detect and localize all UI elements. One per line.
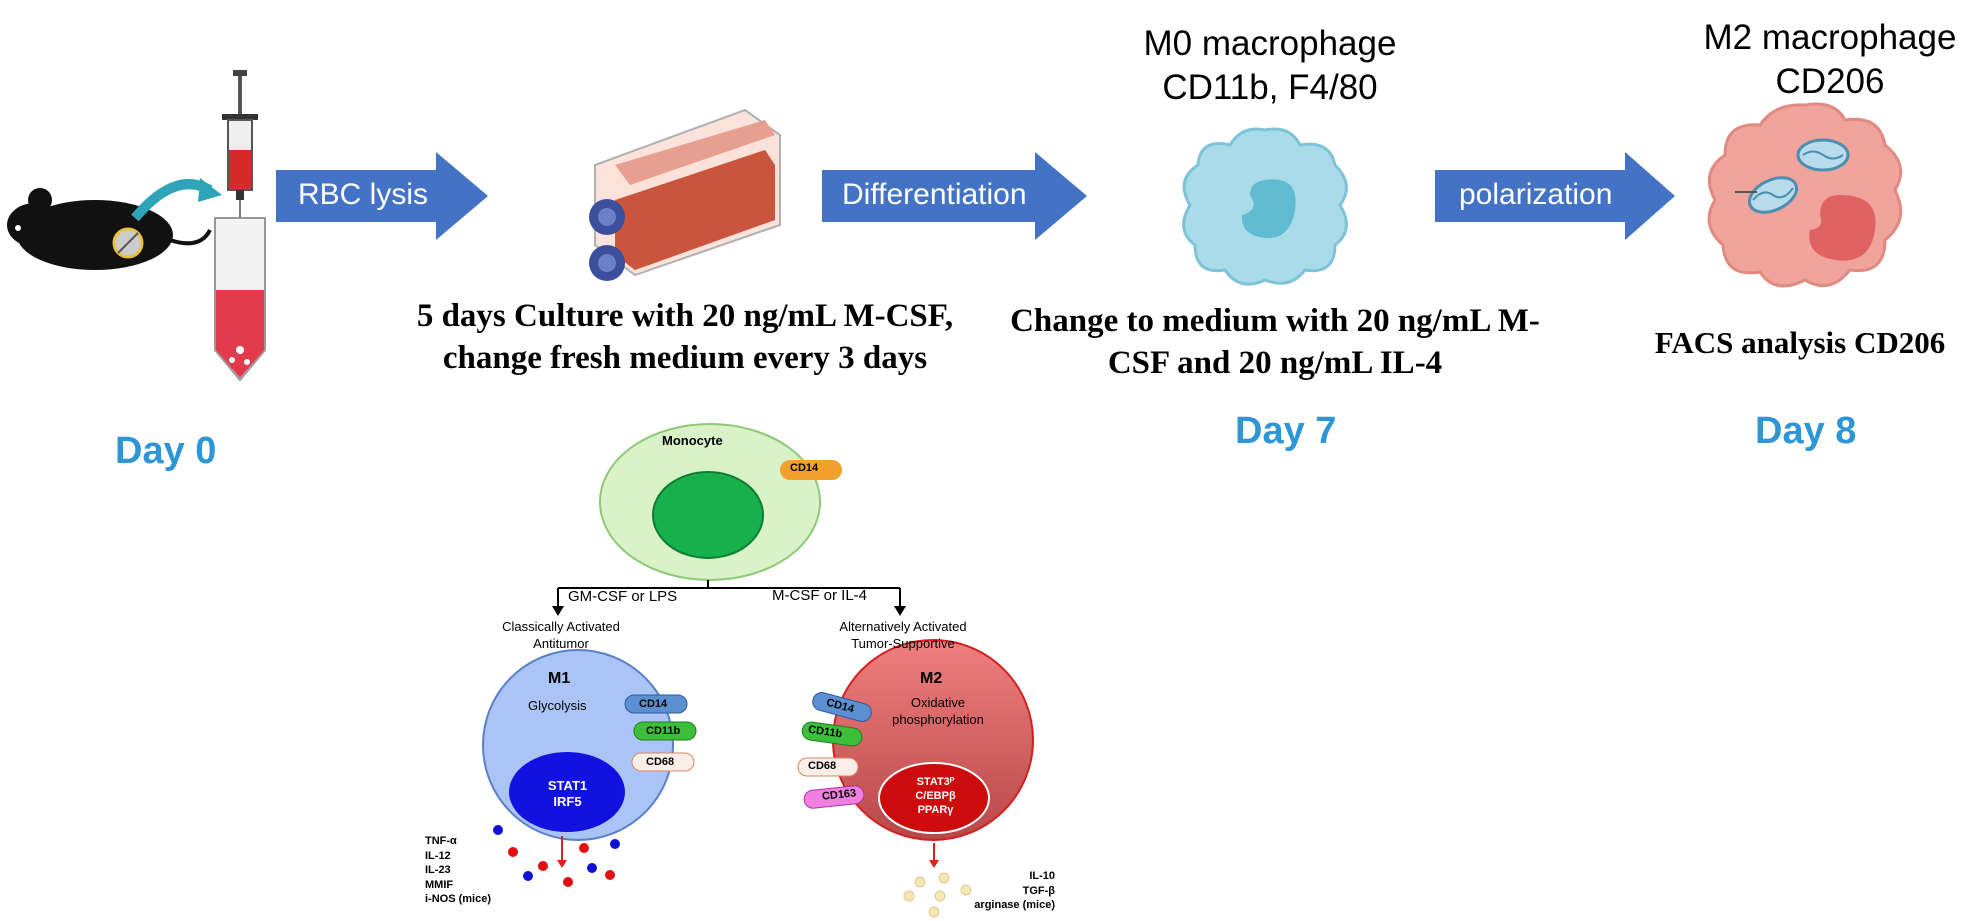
m2-nucleus-1: STAT3ᴾ	[916, 776, 955, 788]
mouse-icon	[7, 178, 222, 270]
culture-flask-icon	[589, 108, 781, 281]
monocyte-label: Monocyte	[662, 433, 723, 448]
right-desc-1: Alternatively Activated	[839, 619, 967, 634]
m2-title: M2 macrophage	[1703, 18, 1957, 57]
m1-cytokine-dots	[493, 825, 620, 887]
m2-name: M2	[920, 670, 943, 687]
m2-secreted-3: arginase (mice)	[974, 899, 1055, 911]
rbc-lysis-label: RBC lysis	[298, 178, 429, 211]
facs-text: FACS analysis CD206	[1654, 325, 1946, 360]
m0-title-block: M0 macrophage CD11b, F4/80	[1100, 22, 1440, 110]
m1-secreted-4: MMIF	[425, 878, 454, 891]
m2-nucleus-text: STAT3ᴾ C/EBPβ PPARγ	[888, 775, 983, 817]
culture-line-2: change fresh medium every 3 days	[442, 340, 928, 376]
m1-cd68-marker	[631, 752, 695, 772]
m2-cd11b-marker	[801, 721, 863, 747]
left-description: Classically Activated Antitumor	[466, 618, 656, 652]
right-description: Alternatively Activated Tumor-Supportive	[808, 618, 998, 652]
m2-metabolism-1: Oxidative	[910, 695, 966, 710]
monocyte-cd14-label: CD14	[790, 462, 819, 474]
m1-secreted-list: TNF-α IL-12 IL-23 MMIF i-NOS (mice)	[425, 834, 491, 907]
m2-cd163-marker	[803, 785, 865, 809]
m0-markers: CD11b, F4/80	[1162, 68, 1378, 107]
branch-lines	[557, 580, 901, 610]
m2-secreted-2: TGF-β	[1022, 884, 1055, 897]
right-desc-2: Tumor-Supportive	[851, 636, 955, 651]
differentiation-arrow: Differentiation	[822, 152, 1087, 244]
m2-cd14-marker	[812, 692, 872, 722]
m1-secreted-3: IL-23	[425, 864, 451, 876]
m1-cd11b-marker	[633, 721, 697, 741]
m1-name: M1	[548, 670, 571, 687]
day-7-label: Day 7	[1235, 410, 1337, 452]
m0-title: M0 macrophage	[1143, 24, 1397, 63]
m2-markers: CD206	[1775, 62, 1885, 101]
polarization-label: polarization	[1459, 178, 1613, 211]
m1-secreted-1: TNF-α	[425, 835, 457, 847]
culture-line-1: 5 days Culture with 20 ng/mL M-CSF,	[416, 298, 954, 334]
medium-line-1: Change to medium with 20 ng/mL M-	[1010, 303, 1540, 339]
syringe-icon	[222, 70, 258, 218]
left-desc-2: Antitumor	[533, 636, 589, 651]
m2-metabolism-2: phosphorylation	[892, 712, 984, 727]
m2-nucleus	[878, 762, 990, 834]
m2-nucleus-3: PPARγ	[917, 804, 954, 816]
m1-nucleus-text: STAT1 IRF5	[520, 778, 615, 810]
m2-metabolism: Oxidative phosphorylation	[868, 694, 1008, 728]
rbc-lysis-arrow: RBC lysis	[276, 152, 488, 244]
m1-cd68-label: CD68	[646, 756, 675, 768]
m1-cd14-label: CD14	[639, 698, 668, 710]
m2-secreted-1: IL-10	[1029, 870, 1055, 882]
tube-icon	[214, 217, 266, 382]
m1-secreted-2: IL-12	[425, 849, 451, 862]
m1-secreted-5: i-NOS (mice)	[425, 893, 492, 905]
m2-macrophage-icon	[1707, 102, 1903, 288]
m2-nucleus-2: C/EBPβ	[915, 790, 956, 802]
day-8-label: Day 8	[1755, 410, 1857, 452]
m1-metabolism: Glycolysis	[528, 698, 587, 713]
medium-line-2: CSF and 20 ng/mL IL-4	[1107, 345, 1443, 381]
m1-nucleus-1: STAT1	[547, 778, 588, 793]
culture-instructions: 5 days Culture with 20 ng/mL M-CSF, chan…	[395, 295, 975, 379]
m1-cd14-marker	[624, 694, 688, 714]
right-stimulus-label: M-CSF or IL-4	[772, 587, 868, 604]
left-desc-1: Classically Activated	[502, 619, 620, 634]
m2-secreted-list: IL-10 TGF-β arginase (mice)	[950, 869, 1055, 913]
mouse-syringe-tube-illustration	[7, 70, 266, 382]
m1-cd11b-label: CD11b	[646, 725, 681, 737]
m2-title-block: M2 macrophage CD206	[1680, 16, 1978, 104]
m2-cd68-label: CD68	[808, 760, 837, 772]
m1-nucleus-2: IRF5	[553, 794, 582, 809]
medium-instructions: Change to medium with 20 ng/mL M- CSF an…	[985, 300, 1565, 384]
monocyte-cd14-marker	[780, 460, 842, 480]
left-stimulus-label: GM-CSF or LPS	[568, 588, 678, 605]
day-0-label: Day 0	[115, 430, 217, 472]
polarization-diagram	[482, 423, 1034, 918]
differentiation-label: Differentiation	[842, 178, 1027, 211]
monocyte-nucleus	[652, 471, 764, 559]
m0-macrophage-icon	[1182, 127, 1348, 286]
m2-cytokine-dots	[903, 872, 972, 918]
m1-nucleus	[509, 752, 625, 832]
polarization-arrow: polarization	[1435, 152, 1675, 244]
m2-cd68-marker	[797, 757, 859, 777]
